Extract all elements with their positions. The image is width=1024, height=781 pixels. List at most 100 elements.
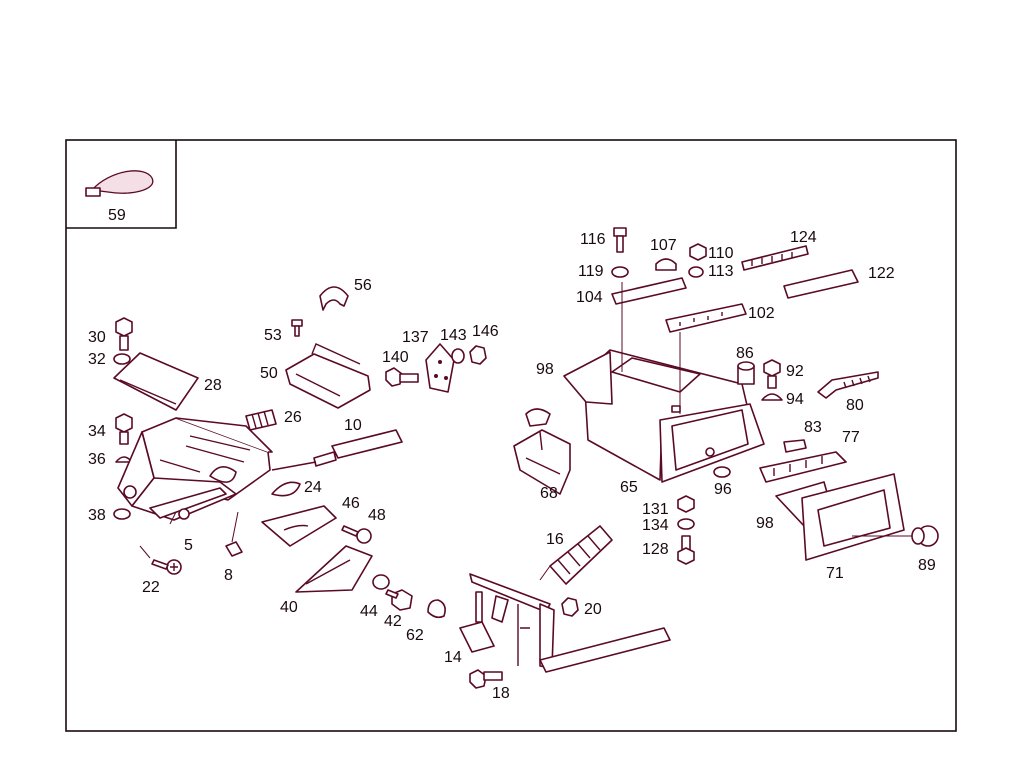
label-131: 131 <box>642 501 669 518</box>
label-62: 62 <box>406 627 424 644</box>
label-92: 92 <box>786 363 804 380</box>
label-134: 134 <box>642 517 669 534</box>
label-56: 56 <box>354 277 372 294</box>
bolt-icon-140 <box>385 367 419 387</box>
nut-icon-131 <box>677 495 695 513</box>
label-38: 38 <box>88 507 106 524</box>
washer-icon-44 <box>372 574 390 590</box>
lever-rod-icon-10 <box>271 429 403 471</box>
label-102: 102 <box>748 305 775 322</box>
label-128: 128 <box>642 541 669 558</box>
label-98-right: 98 <box>756 515 774 532</box>
label-59: 59 <box>108 207 126 224</box>
label-40: 40 <box>280 599 298 616</box>
rail-icon-102 <box>665 303 747 333</box>
diagram-frame <box>65 139 957 732</box>
label-16: 16 <box>546 531 564 548</box>
bolt-icon-92 <box>763 359 781 389</box>
lever-assembly <box>459 573 671 673</box>
bolt-icon-116 <box>613 227 627 253</box>
label-18: 18 <box>492 685 510 702</box>
label-48: 48 <box>368 507 386 524</box>
clip-icon-56 <box>319 286 349 311</box>
label-46: 46 <box>342 495 360 512</box>
rail-icon-77 <box>759 451 847 483</box>
spring-icon-26 <box>245 409 277 431</box>
label-22: 22 <box>142 579 160 596</box>
bracket-icon-50 <box>285 343 371 409</box>
washer-icon-143 <box>451 348 465 364</box>
label-8: 8 <box>224 567 233 584</box>
label-10: 10 <box>344 417 362 434</box>
label-44: 44 <box>360 603 378 620</box>
label-42: 42 <box>384 613 402 630</box>
label-28: 28 <box>204 377 222 394</box>
washer-icon-113 <box>688 266 704 278</box>
bushing-icon-86 <box>737 361 755 385</box>
cap-icon-62 <box>427 599 446 619</box>
cover-icon-46 <box>261 505 337 547</box>
nut-icon-146 <box>469 345 487 365</box>
label-140: 140 <box>382 349 409 366</box>
label-30: 30 <box>88 329 106 346</box>
boot-icon-16 <box>549 525 613 585</box>
plate-icon-28 <box>113 352 199 411</box>
console-housing-icon-65 <box>563 349 765 483</box>
label-104: 104 <box>576 289 603 306</box>
bolt-icon-18 <box>469 669 503 689</box>
bolt-icon-30 <box>115 317 133 351</box>
label-146: 146 <box>472 323 499 340</box>
screw-icon-22 <box>151 559 182 575</box>
label-89: 89 <box>918 557 936 574</box>
label-50: 50 <box>260 365 278 382</box>
label-116: 116 <box>580 231 606 248</box>
label-65: 65 <box>620 479 638 496</box>
pad-icon-24 <box>271 481 301 497</box>
washer-icon-119 <box>611 266 629 278</box>
washer-icon-94 <box>761 393 783 401</box>
label-122: 122 <box>868 265 895 282</box>
nut-icon-20 <box>561 597 579 617</box>
screw-icon-48 <box>341 525 372 544</box>
label-80: 80 <box>846 397 864 414</box>
label-53: 53 <box>264 327 282 344</box>
rod-icon-80 <box>817 371 879 399</box>
washer-icon-96 <box>713 466 731 478</box>
label-96: 96 <box>714 481 732 498</box>
bolt-icon-128 <box>677 535 695 565</box>
label-113: 113 <box>708 263 734 280</box>
bolt-icon-34 <box>115 413 133 445</box>
washer-icon-32 <box>113 353 131 365</box>
label-137: 137 <box>402 329 429 346</box>
washer-icon-134 <box>677 518 695 530</box>
label-77: 77 <box>842 429 860 446</box>
cover-icon-71 <box>801 473 914 561</box>
label-34: 34 <box>88 423 106 440</box>
label-83: 83 <box>804 419 822 436</box>
label-110: 110 <box>708 245 734 262</box>
rail-icon-122 <box>783 269 859 299</box>
label-32: 32 <box>88 351 106 368</box>
label-68: 68 <box>540 485 558 502</box>
grommet-icon-89 <box>911 525 939 547</box>
label-5: 5 <box>184 537 193 554</box>
label-94: 94 <box>786 391 804 408</box>
label-86: 86 <box>736 345 754 362</box>
inset-box <box>66 140 177 229</box>
nut-icon-110 <box>689 243 707 261</box>
plate-icon-137 <box>425 343 455 393</box>
label-14: 14 <box>444 649 462 666</box>
bracket-icon-68 <box>513 408 571 495</box>
strip-icon-124 <box>741 245 809 271</box>
washer-icon-38 <box>113 508 131 520</box>
label-26: 26 <box>284 409 302 426</box>
bolt-icon-42 <box>385 589 413 611</box>
wedge-icon-40 <box>295 545 373 593</box>
label-98-left: 98 <box>536 361 554 378</box>
knob-icon-107 <box>655 258 677 271</box>
label-119: 119 <box>578 263 604 280</box>
label-20: 20 <box>584 601 602 618</box>
shift-frame-assembly <box>117 417 273 521</box>
label-24: 24 <box>304 479 322 496</box>
